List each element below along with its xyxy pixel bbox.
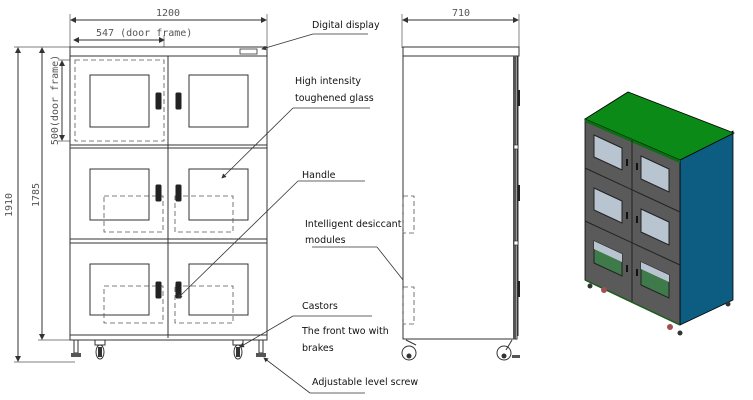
door-windows: [89, 74, 249, 316]
desiccant-label-line1: Intelligent desiccant: [305, 219, 402, 230]
door-width-label: 547 (door frame): [96, 28, 192, 39]
digital-display-label: Digital display: [312, 20, 380, 31]
handles: [155, 92, 182, 299]
side-view: 710: [401, 8, 520, 361]
door-height-label: 500(door frame): [50, 55, 61, 145]
side-body: [402, 55, 518, 340]
render-windows: [593, 134, 670, 299]
isometric-render: [584, 91, 735, 336]
side-top-panel: [402, 46, 520, 57]
glass-label-line1: High intensity: [295, 76, 361, 87]
desiccant-modules-front: [103, 195, 234, 324]
width-label: 1200: [156, 8, 180, 19]
front-view: 1200 547 (door frame) 1910 1785 500(door…: [4, 8, 268, 363]
callouts: Digital display High intensity toughened…: [177, 20, 418, 394]
digital-display: [239, 48, 258, 55]
brakes-label-line2: brakes: [302, 343, 334, 354]
handle-icon: [155, 92, 162, 110]
render-side: [679, 130, 734, 326]
handle-icon: [155, 281, 162, 299]
level-screw-label: Adjustable level screw: [312, 377, 418, 388]
total-height-label: 1910: [4, 193, 15, 217]
body-height-dimension: 1785: [31, 47, 70, 341]
handle-label: Handle: [302, 170, 336, 181]
width-dimension: 1200: [69, 8, 268, 50]
handle-icon: [175, 92, 182, 110]
body-height-label: 1785: [31, 183, 42, 207]
glass-label-line2: toughened glass: [295, 93, 374, 104]
depth-label: 710: [452, 8, 470, 19]
castors-front: [71, 339, 266, 360]
handle-icon: [175, 184, 182, 202]
castors-label: Castors: [302, 301, 338, 312]
handle-icon: [155, 184, 162, 202]
brakes-label-line1: The front two with: [301, 326, 389, 337]
desiccant-label-line2: modules: [305, 235, 346, 246]
